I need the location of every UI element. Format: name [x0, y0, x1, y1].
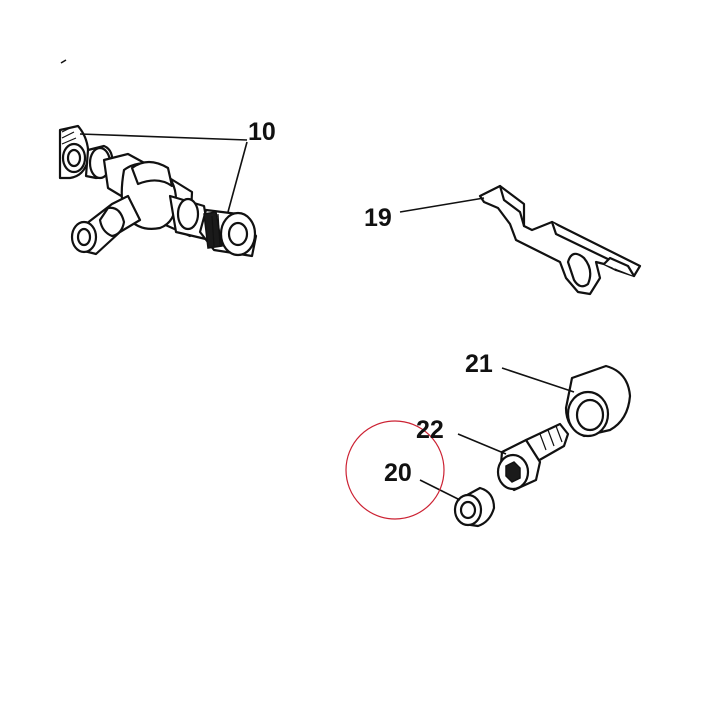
- leader-line-22: [457, 433, 507, 455]
- part-22-bolt: [496, 422, 570, 492]
- part-10-t-fitting-assembly: [58, 124, 258, 258]
- callout-20: 20: [384, 459, 412, 487]
- part-20-spacer: [453, 486, 496, 528]
- stray-mark: [60, 59, 67, 64]
- callout-19: 19: [364, 204, 392, 232]
- leader-line-10a: [79, 133, 248, 141]
- part-19-bracket: [478, 184, 642, 296]
- callout-22: 22: [416, 416, 444, 444]
- leader-line-21: [501, 367, 575, 393]
- part-21-sleeve: [564, 364, 632, 438]
- highlight-circle: [345, 420, 445, 520]
- callout-10: 10: [248, 118, 276, 146]
- leader-line-10b: [227, 141, 248, 213]
- leader-line-19: [399, 197, 485, 213]
- callout-21: 21: [465, 350, 493, 378]
